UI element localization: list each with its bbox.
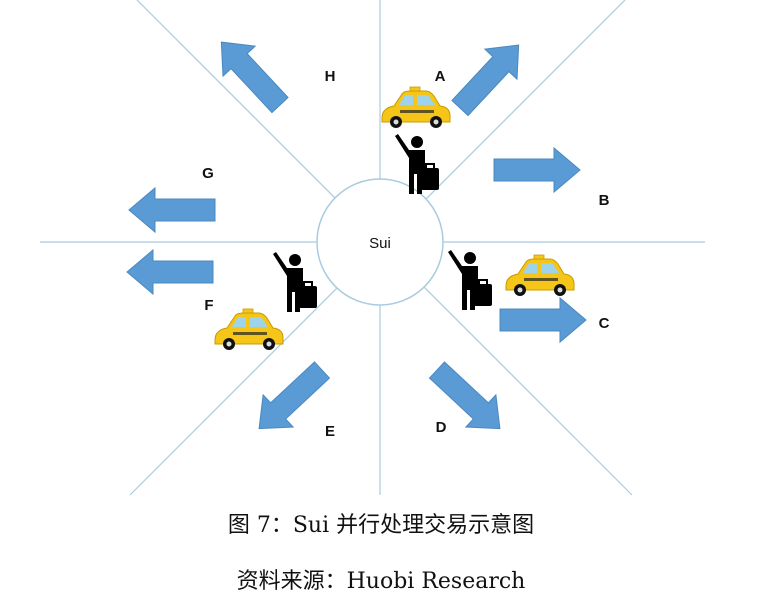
center-label: Sui	[369, 235, 391, 252]
arrow-g	[128, 187, 216, 233]
sui-parallel-diagram: A B C D E F G H Sui	[40, 0, 705, 496]
figure-caption: 图 7：Sui 并行处理交易示意图	[227, 513, 535, 538]
arrow-a	[443, 29, 536, 124]
label-b: B	[599, 192, 610, 209]
label-a: A	[435, 68, 446, 85]
label-e: E	[325, 423, 335, 440]
label-g: G	[202, 165, 214, 182]
arrow-h	[204, 26, 297, 121]
label-c: C	[599, 315, 610, 332]
label-h: H	[325, 68, 336, 85]
label-f: F	[204, 297, 213, 314]
arrow-b	[493, 147, 581, 193]
arrow-f	[126, 249, 214, 295]
person-hailing-icon	[447, 249, 493, 311]
taxi-icon	[505, 254, 575, 297]
sui-circle	[316, 178, 444, 306]
label-d: D	[436, 419, 447, 436]
arrow-c	[499, 297, 587, 343]
source-note: 资料来源：Huobi Research	[236, 569, 526, 594]
taxi-icon	[214, 308, 284, 351]
taxi-icon	[381, 86, 451, 129]
person-hailing-icon	[272, 251, 318, 313]
